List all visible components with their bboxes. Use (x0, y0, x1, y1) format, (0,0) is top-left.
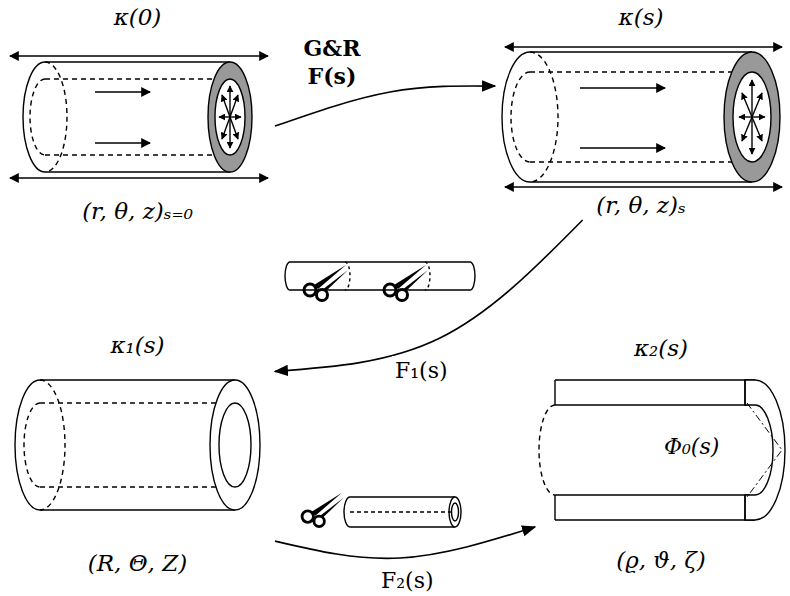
configuration-name: κ₂(s) (632, 335, 690, 363)
coordinate-label: (r, θ, z)ₛ (594, 192, 687, 220)
mapping-label: G&R F(s) (296, 34, 368, 91)
mapping-label: F₂(s) (378, 566, 437, 596)
scissors-icon (304, 265, 348, 301)
angle-label: Φ₀(s) (664, 434, 719, 459)
tube-grown (502, 47, 782, 187)
scissors-icon (302, 493, 344, 527)
coordinate-label: (R, Θ, Z) (86, 550, 189, 578)
configuration: κ₂(s) (ϱ, ϑ, ζ) (535, 335, 787, 575)
configuration: κ(0) (r, θ, z)ₛ₌₀ (0, 4, 275, 226)
configuration: κ(s) (r, θ, z)ₛ (495, 4, 787, 220)
tube-unloaded (15, 380, 260, 510)
slit-tube-icon (344, 497, 461, 527)
configuration-name: κ(s) (617, 4, 666, 32)
coordinate-label: (r, θ, z)ₛ₌₀ (80, 198, 195, 226)
tube-opened (539, 380, 785, 520)
tube-initial (10, 56, 268, 178)
mapping-label: F₁(s) (392, 356, 451, 386)
mapping-arrow (275, 86, 495, 126)
mapping-arrow (275, 220, 583, 371)
configuration: κ₁(s) (R, Θ, Z) (0, 332, 275, 578)
configuration-name: κ(0) (112, 4, 164, 32)
configuration-name: κ₁(s) (108, 332, 166, 360)
mapping-arrow (275, 527, 535, 558)
scissors-icon (384, 265, 428, 301)
coordinate-label: (ϱ, ϑ, ζ) (614, 547, 708, 575)
